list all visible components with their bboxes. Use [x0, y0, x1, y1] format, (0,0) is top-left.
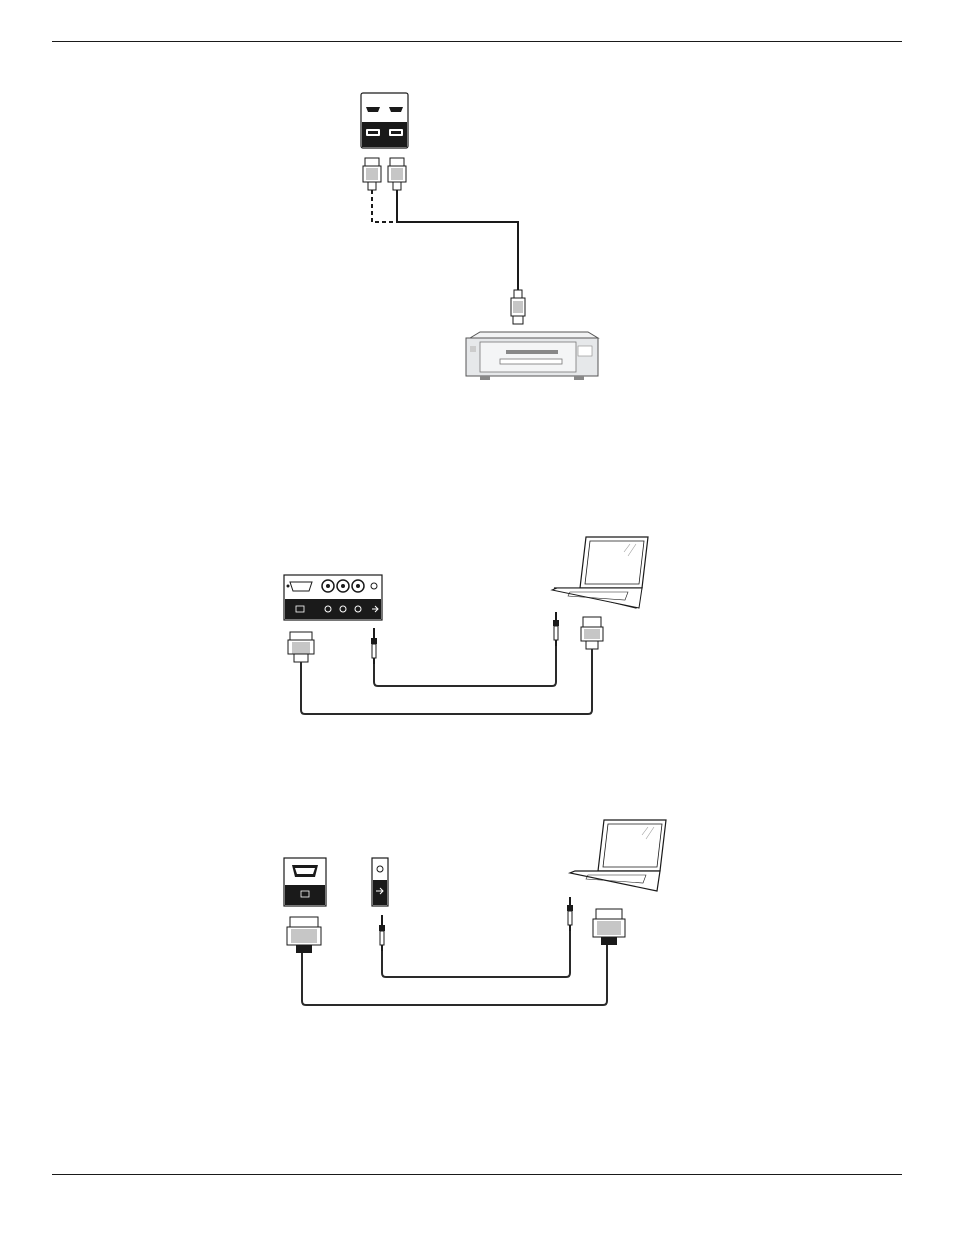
audio-port-icon: [372, 858, 388, 906]
hdmi-plug-icon: [511, 290, 525, 324]
hdmi-plug-icon: [388, 158, 406, 190]
laptop-icon: [570, 820, 666, 891]
footer-rule: [52, 1174, 902, 1175]
audio-jack-plug-icon: [553, 612, 559, 646]
dvd-player-icon: [466, 332, 598, 380]
vga-plug-icon: [288, 632, 314, 662]
audio-jack-plug-icon: [567, 897, 573, 931]
hdmi-plug-icon: [363, 158, 381, 190]
audio-jack-plug-icon: [379, 915, 385, 951]
hdmi-port-panel-icon: [361, 93, 408, 148]
vga-plug-icon: [287, 917, 321, 953]
input-panel-icon: [284, 575, 382, 620]
vga-audio-connection-diagram: [270, 520, 670, 730]
vga-audio-connection-diagram-alt: [270, 805, 690, 1020]
audio-jack-plug-icon: [371, 628, 377, 664]
vga-port-icon: [284, 858, 326, 906]
vga-plug-icon: [581, 617, 603, 649]
laptop-icon: [552, 537, 648, 608]
vga-plug-icon: [593, 909, 625, 945]
header-rule: [52, 41, 902, 42]
hdmi-connection-diagram: [340, 80, 620, 400]
